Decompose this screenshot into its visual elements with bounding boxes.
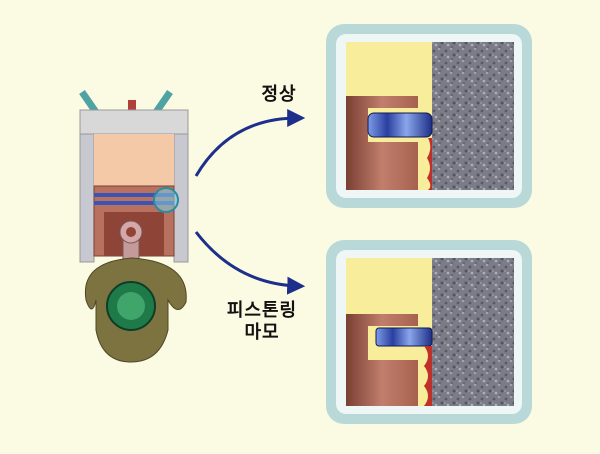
piston-ring-normal xyxy=(367,112,433,138)
ring-highlight-icon xyxy=(153,187,179,213)
piston-section xyxy=(346,314,418,406)
arrow-to-wear-icon xyxy=(194,231,306,295)
combustion-chamber xyxy=(94,134,174,186)
cylinder-head xyxy=(79,109,189,135)
arrow-to-normal-icon xyxy=(194,109,306,177)
label-ring-wear-line2: 마모 xyxy=(244,322,280,343)
label-normal: 정상 xyxy=(261,84,297,105)
label-ring-wear-line1: 피스톤링 xyxy=(226,300,298,321)
label-ring-wear: 피스톤링 마모 xyxy=(212,300,312,344)
cylinder-wall-left xyxy=(79,133,95,263)
cylinder-wall-texture xyxy=(432,258,514,406)
panel-ring-wear xyxy=(326,240,532,424)
oil-film-leak xyxy=(424,346,432,406)
panel-normal xyxy=(326,24,532,208)
piston-section xyxy=(346,96,418,190)
cylinder-wall-texture xyxy=(432,42,514,190)
engine-cross-section xyxy=(79,90,189,363)
piston-ring-worn xyxy=(375,327,433,347)
oil-film xyxy=(427,138,432,190)
